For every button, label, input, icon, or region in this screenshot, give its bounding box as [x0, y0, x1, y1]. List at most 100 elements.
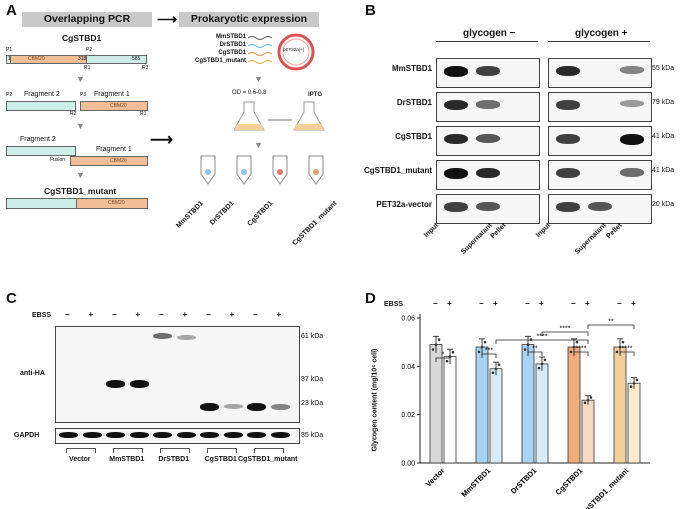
data-point: [483, 340, 487, 344]
gapdh-band: [176, 432, 196, 438]
data-point: [451, 350, 455, 354]
blot-band: [620, 100, 644, 108]
gapdh-band: [223, 432, 243, 438]
bar: [567, 346, 581, 464]
pos-585: 585: [132, 56, 141, 62]
primer-r1: R1: [84, 65, 91, 71]
kda-23: 23 kDa: [301, 400, 324, 407]
data-point: [621, 340, 625, 344]
ebss-sign: −: [617, 299, 622, 308]
blot-row-label-4: PET32a-vector: [376, 200, 432, 209]
group-bracket: [159, 448, 190, 453]
blot-row-label-3: CgSTBD1_mutant: [363, 166, 432, 175]
arrow-down-icon: ▼: [76, 121, 85, 131]
ebss-sign: +: [88, 310, 94, 319]
gapdh-band: [59, 432, 78, 438]
ebss-sign: −: [112, 310, 117, 319]
data-point: [575, 340, 579, 344]
kda-label-1: 79 kDa: [652, 99, 675, 106]
blot-band: [129, 380, 149, 388]
significance-bracket: [481, 353, 497, 358]
data-point: [583, 401, 587, 405]
cbm20-label-4: CBM20: [108, 200, 125, 206]
fragment2-bar-b: [6, 146, 76, 156]
x-category-label: DrSTBD1: [509, 466, 539, 496]
x-category-label: MmSTBD1: [460, 466, 493, 499]
bar: [535, 363, 549, 464]
blot-band: [556, 66, 580, 77]
flasks-icon: [234, 100, 334, 140]
ebss-sign: −: [479, 299, 484, 308]
bar: [581, 399, 595, 464]
blot-row-label-2: CgSTBD1: [395, 132, 432, 141]
significance-bracket: [435, 357, 451, 362]
panel-b-letter: B: [365, 2, 376, 19]
ebss-sign: +: [539, 299, 544, 308]
significance-bracket: [573, 351, 589, 356]
anti-ha-label: anti-HA: [20, 370, 45, 377]
significance-label: ***: [485, 348, 493, 355]
ebss-sign: +: [276, 310, 282, 319]
construct-3: CgSTBD1_mutant: [194, 58, 246, 64]
x-category-label: CgSTBD1_mutant: [579, 466, 631, 509]
prokaryotic-expression-header: Prokaryotic expression: [179, 12, 319, 27]
arrow-down-icon: ▼: [254, 74, 263, 84]
blot-band: [556, 168, 580, 178]
significance-label: **: [608, 319, 614, 326]
blot-band: [476, 202, 500, 212]
gapdh-band: [153, 432, 172, 438]
ebss-sign: +: [585, 299, 590, 308]
data-point: [615, 350, 619, 354]
kda-label-2: 41 kDa: [652, 133, 675, 140]
blot-band: [620, 168, 644, 177]
bar: [613, 346, 627, 464]
cbm20-label-2: CBM20: [110, 103, 127, 109]
overlap-pcr-header: Overlapping PCR: [22, 12, 152, 27]
y-tick-label: 0.04: [401, 364, 415, 371]
gapdh-band: [270, 432, 290, 438]
blot-band: [556, 100, 580, 110]
y-tick-label: 0.06: [401, 316, 415, 323]
ebss-sign: −: [206, 310, 211, 319]
group-label: Vector: [69, 456, 91, 463]
gapdh-band: [129, 432, 149, 438]
kda-label-3: 41 kDa: [652, 167, 675, 174]
data-point: [543, 358, 547, 362]
plasmid-icon: [274, 30, 318, 74]
fusion-label: Fusion: [50, 157, 66, 163]
y-tick-label: 0.02: [401, 412, 415, 419]
data-point: [618, 345, 622, 349]
dna-strands-icon: [248, 36, 274, 64]
blot-band: [270, 404, 290, 410]
divider: [548, 41, 650, 42]
ebss-sign: +: [447, 299, 452, 308]
gapdh-label: GAPDH: [14, 432, 40, 439]
significance-label: ****: [576, 346, 587, 353]
ebss-sign: +: [182, 310, 188, 319]
gapdh-band: [247, 432, 266, 438]
data-point: [572, 345, 576, 349]
ebss-sign: −: [525, 299, 530, 308]
gapdh-band: [106, 432, 125, 438]
primer-p1: P1: [6, 47, 13, 53]
arrow-right-icon: ⟶: [150, 132, 173, 149]
data-point: [589, 396, 593, 399]
divider: [436, 41, 538, 42]
primer-p2b: P2: [6, 92, 13, 98]
group-bracket: [253, 448, 284, 453]
arrow-down-icon: ▼: [254, 140, 263, 150]
iptg-label: IPTG: [308, 92, 323, 98]
blot-band: [444, 100, 468, 111]
data-point: [632, 381, 636, 385]
data-point: [494, 367, 498, 371]
primer-r2: R2: [70, 111, 77, 117]
blot-band: [444, 134, 468, 145]
kda-61: 61 kDa: [301, 333, 324, 340]
significance-label: *: [442, 352, 445, 359]
blot-band: [620, 134, 644, 145]
y-tick-label: 0.00: [401, 461, 415, 468]
primer-p3: P3: [80, 92, 87, 98]
mutant-bar-right: [76, 198, 148, 209]
group-bracket: [112, 448, 143, 453]
data-point: [431, 348, 435, 351]
